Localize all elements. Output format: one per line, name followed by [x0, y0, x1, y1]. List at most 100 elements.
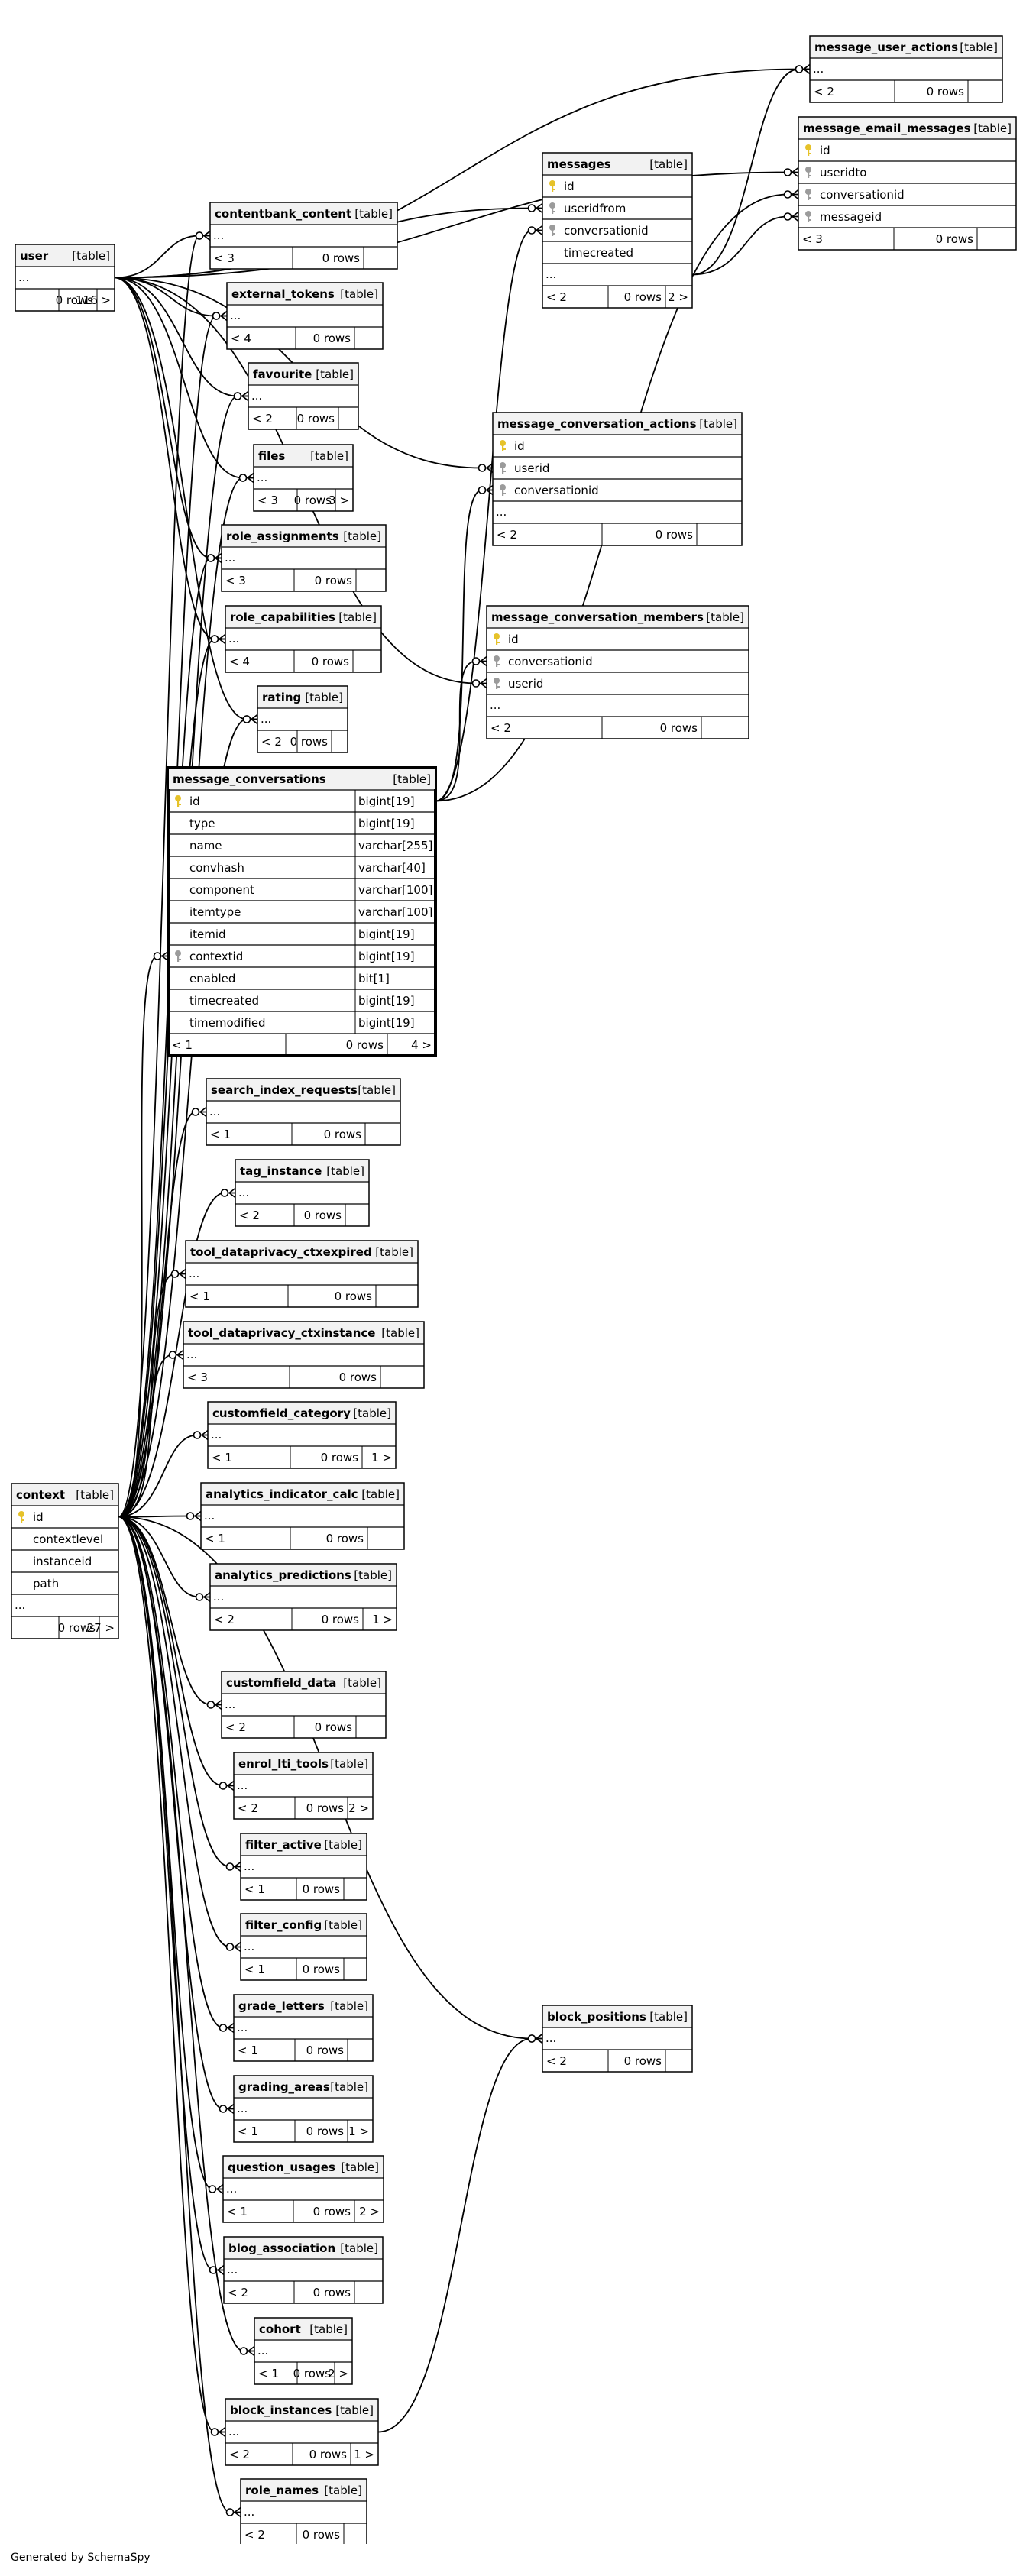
parents-count[interactable]: < 1: [205, 1532, 225, 1545]
table-name[interactable]: context: [16, 1488, 65, 1502]
parents-count[interactable]: < 2: [228, 2286, 248, 2299]
parents-count[interactable]: < 4: [229, 655, 250, 668]
table-message_email_messages[interactable]: message_email_messages[table]iduseridtoc…: [798, 116, 1017, 251]
children-count[interactable]: 1 >: [354, 2448, 374, 2461]
table-context[interactable]: context[table]idcontextlevelinstanceidpa…: [11, 1483, 119, 1639]
table-name[interactable]: blog_association: [228, 2241, 335, 2255]
parents-count[interactable]: < 2: [238, 1801, 258, 1815]
table-name[interactable]: message_conversations: [173, 772, 326, 786]
parents-count[interactable]: < 1: [244, 1963, 265, 1976]
table-name[interactable]: analytics_predictions: [215, 1568, 351, 1582]
parents-count[interactable]: < 1: [227, 2205, 248, 2218]
parents-count[interactable]: < 1: [258, 2367, 279, 2380]
parents-count[interactable]: < 2: [244, 2528, 265, 2542]
table-name[interactable]: role_names: [245, 2484, 319, 2497]
table-name[interactable]: message_user_actions: [814, 40, 958, 54]
table-name[interactable]: search_index_requests: [211, 1083, 358, 1097]
table-name[interactable]: customfield_data: [226, 1676, 336, 1690]
parents-count[interactable]: < 1: [212, 1451, 232, 1464]
table-name[interactable]: message_conversation_actions: [497, 417, 697, 431]
children-count[interactable]: 2 >: [668, 290, 688, 304]
table-name[interactable]: external_tokens: [231, 287, 335, 301]
table-name[interactable]: message_email_messages: [803, 121, 971, 135]
table-message_conversation_actions[interactable]: message_conversation_actions[table]iduse…: [492, 412, 743, 546]
table-name[interactable]: block_positions: [547, 2010, 646, 2024]
table-name[interactable]: role_assignments: [226, 529, 339, 543]
table-name[interactable]: cohort: [259, 2322, 301, 2336]
parents-count[interactable]: < 2: [497, 528, 517, 542]
parents-count[interactable]: < 4: [231, 332, 251, 345]
parents-count[interactable]: < 1: [189, 1290, 210, 1303]
children-count[interactable]: 116 >: [76, 293, 111, 307]
table-name[interactable]: filter_config: [245, 1918, 322, 1932]
parents-count[interactable]: < 2: [252, 412, 273, 426]
table-name[interactable]: tool_dataprivacy_ctxexpired: [190, 1245, 372, 1259]
table-name[interactable]: filter_active: [245, 1838, 322, 1852]
children-count[interactable]: 1 >: [348, 2125, 369, 2138]
table-tool_dataprivacy_ctxexpired[interactable]: tool_dataprivacy_ctxexpired[table]...< 1…: [185, 1240, 419, 1308]
table-name[interactable]: rating: [262, 691, 301, 704]
table-name[interactable]: grade_letters: [238, 1999, 325, 2013]
children-count[interactable]: 2 >: [328, 2367, 348, 2380]
table-name[interactable]: question_usages: [228, 2160, 335, 2174]
children-count[interactable]: 2 >: [348, 1801, 369, 1815]
parents-count[interactable]: < 2: [546, 2054, 567, 2068]
parents-count[interactable]: < 2: [814, 85, 834, 99]
parents-count[interactable]: < 2: [214, 1613, 235, 1626]
children-count[interactable]: 3 >: [329, 494, 349, 507]
children-count[interactable]: 1 >: [371, 1451, 392, 1464]
table-name[interactable]: tag_instance: [240, 1164, 322, 1178]
table-message_conversation_members[interactable]: message_conversation_members[table]idcon…: [486, 605, 749, 739]
table-name[interactable]: grading_areas: [238, 2080, 330, 2094]
table-messages[interactable]: messages[table]iduseridfromconversationi…: [542, 152, 693, 309]
children-count[interactable]: 2 >: [359, 2205, 380, 2218]
parents-count[interactable]: < 1: [172, 1038, 193, 1052]
table-name[interactable]: files: [258, 449, 285, 463]
table-name[interactable]: block_instances: [230, 2403, 332, 2417]
parents-count[interactable]: < 2: [261, 735, 282, 749]
parents-count[interactable]: < 3: [225, 574, 246, 587]
table-name[interactable]: tool_dataprivacy_ctxinstance: [188, 1326, 375, 1340]
parents-count[interactable]: < 2: [546, 290, 567, 304]
parents-count[interactable]: < 3: [214, 251, 235, 265]
table-name[interactable]: analytics_indicator_calc: [206, 1487, 358, 1501]
children-count[interactable]: 27 >: [87, 1621, 115, 1635]
table-name[interactable]: message_conversation_members: [491, 610, 704, 624]
table-name[interactable]: messages: [547, 157, 611, 171]
parents-count[interactable]: < 3: [257, 494, 278, 507]
parents-count[interactable]: < 2: [490, 721, 511, 735]
parents-count[interactable]: < 1: [210, 1128, 231, 1141]
parents-count[interactable]: < 1: [238, 2044, 258, 2057]
parents-count[interactable]: < 2: [229, 2448, 250, 2461]
parents-count[interactable]: < 1: [244, 1882, 265, 1896]
table-name[interactable]: enrol_lti_tools: [238, 1757, 329, 1771]
table-name[interactable]: contentbank_content: [215, 207, 351, 221]
parents-count[interactable]: < 1: [238, 2125, 258, 2138]
parents-count[interactable]: < 2: [239, 1209, 260, 1222]
parents-count[interactable]: < 3: [802, 232, 823, 246]
